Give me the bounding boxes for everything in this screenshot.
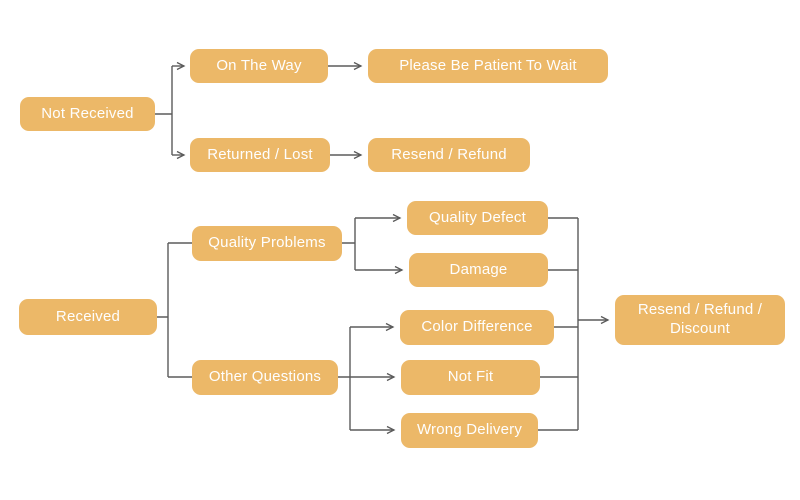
connector-other-questions-branch (338, 327, 351, 430)
node-please-be-patient-to-wait: Please Be Patient To Wait (368, 49, 608, 83)
node-quality-defect: Quality Defect (407, 201, 548, 235)
node-received: Received (19, 299, 157, 335)
node-resend-refund: Resend / Refund (368, 138, 530, 172)
node-resend-refund-discount: Resend / Refund / Discount (615, 295, 785, 345)
node-color-difference: Color Difference (400, 310, 554, 345)
node-quality-problems: Quality Problems (192, 226, 342, 261)
node-returned-lost: Returned / Lost (190, 138, 330, 172)
node-wrong-delivery: Wrong Delivery (401, 413, 538, 448)
node-on-the-way: On The Way (190, 49, 328, 83)
connector-received-branch (157, 243, 169, 377)
node-other-questions: Other Questions (192, 360, 338, 395)
node-not-fit: Not Fit (401, 360, 540, 395)
connector-quality-problems-branch (342, 218, 356, 270)
node-damage: Damage (409, 253, 548, 287)
connector-not-received-branch (155, 66, 173, 155)
connector-collector (538, 217, 579, 431)
node-not-received: Not Received (20, 97, 155, 131)
